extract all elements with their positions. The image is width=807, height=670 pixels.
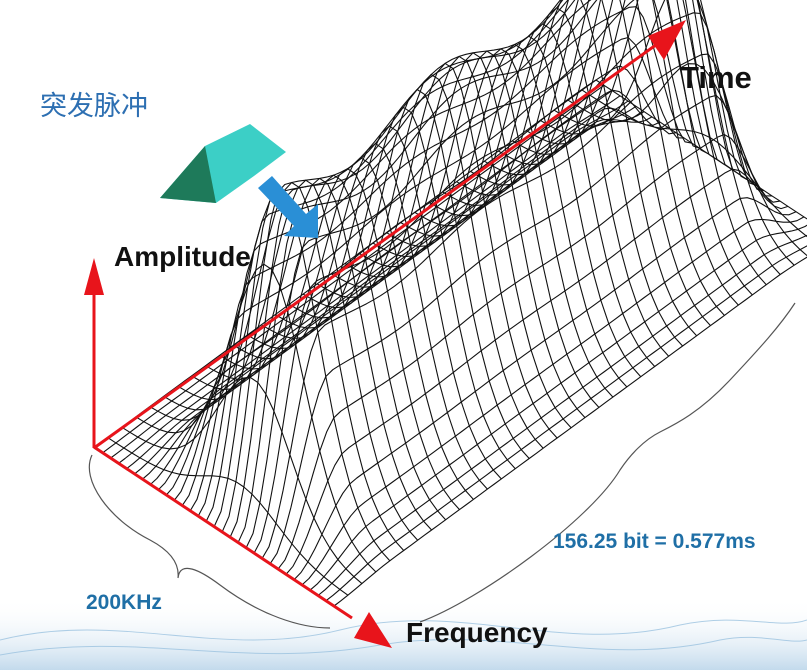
mesh-line-frequency — [277, 133, 781, 570]
footer-wave-lines — [0, 619, 807, 656]
amplitude-axis-arrowhead — [84, 258, 104, 295]
time-axis-line — [93, 40, 661, 450]
page-title: 突发脉冲 — [40, 91, 148, 122]
time-axis-label: Time — [680, 60, 752, 95]
mesh-line-frequency — [269, 94, 773, 565]
mesh-line-time — [595, 79, 807, 220]
frequency-axis-label: Frequency — [406, 617, 548, 648]
mesh-line-frequency — [109, 90, 613, 459]
frequency-axis-arrowhead — [354, 612, 392, 648]
mesh-line-frequency — [157, 107, 661, 491]
mesh-line-frequency — [117, 95, 621, 465]
mesh-line-time — [484, 0, 725, 316]
mesh-line-frequency — [245, 0, 749, 549]
mesh-line-time — [498, 0, 739, 306]
mesh-line-time — [581, 89, 807, 238]
mesh-line-frequency — [237, 0, 741, 544]
mesh-line-frequency — [261, 53, 765, 559]
mesh-line-frequency — [221, 0, 725, 533]
amplitude-axis-label: Amplitude — [114, 241, 251, 272]
bandwidth-brace — [88, 454, 331, 629]
blue-diagonal-arrow-icon — [258, 176, 318, 238]
mesh-line-frequency — [93, 79, 597, 449]
time-axis-arrowhead — [648, 20, 686, 60]
mesh-line-frequency — [333, 256, 807, 607]
mesh-line-frequency — [301, 216, 805, 586]
mesh-line-frequency — [229, 0, 733, 538]
mesh-line-frequency — [197, 0, 701, 517]
frequency-axis-line — [93, 445, 353, 620]
mesh-line-frequency — [189, 6, 693, 512]
mesh-line-frequency — [165, 89, 669, 496]
mesh-line-frequency — [285, 168, 789, 575]
mesh-line-frequency — [293, 197, 797, 581]
bandwidth-annotation: 200KHz — [86, 591, 162, 614]
mesh-line-frequency — [101, 84, 605, 454]
duration-brace — [419, 302, 796, 623]
mesh-line-frequency — [309, 224, 807, 591]
mesh-line-frequency — [325, 245, 807, 602]
mesh-line-frequency — [181, 36, 685, 507]
wireframe-burst-surface — [93, 0, 807, 607]
mesh-line-frequency — [317, 234, 807, 596]
trapezoid-burst-icon — [160, 124, 286, 203]
mesh-line-time — [121, 376, 363, 585]
mesh-line-time — [316, 62, 558, 439]
mesh-line-time — [330, 55, 572, 429]
mesh-line-time — [163, 181, 405, 551]
mesh-line-time — [107, 437, 349, 596]
duration-annotation: 156.25 bit = 0.577ms — [553, 530, 756, 553]
footer-decoration — [0, 598, 807, 670]
mesh-line-time — [470, 0, 711, 326]
